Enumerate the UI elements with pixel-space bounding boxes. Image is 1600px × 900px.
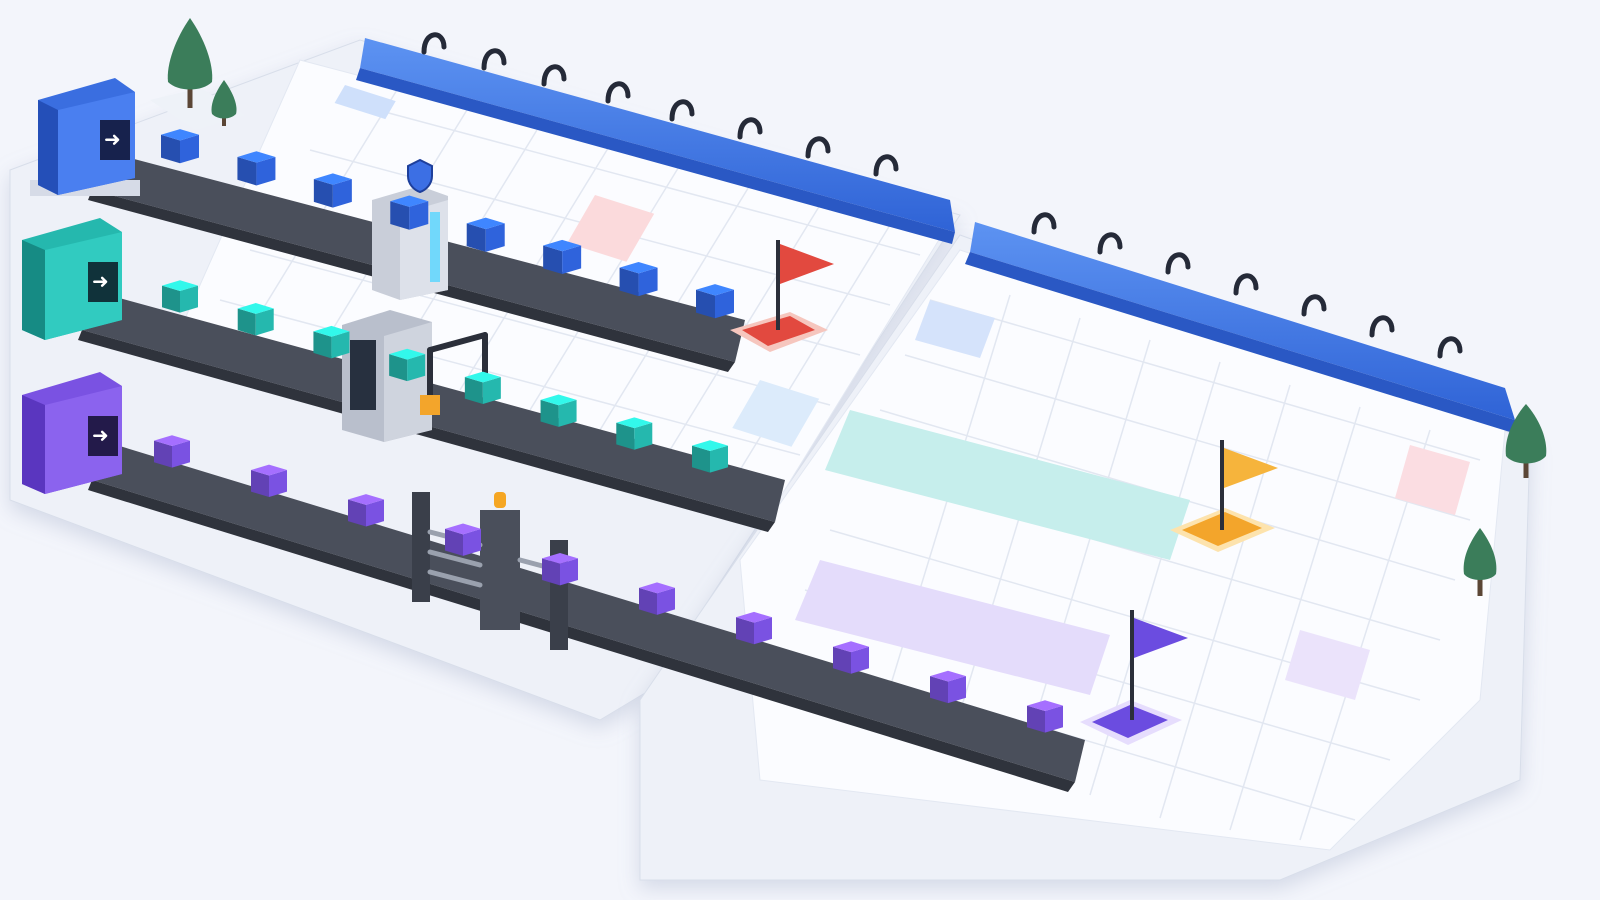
flag-purple [1080, 610, 1188, 745]
robotic-crane-arm [427, 332, 488, 403]
package-box [251, 464, 287, 498]
beacon-light-icon [494, 492, 506, 508]
flag-icon [780, 244, 834, 284]
package-box [543, 239, 582, 275]
ring-icon [605, 81, 631, 104]
source-machine: ➜ [22, 372, 122, 494]
ring-icon [1369, 315, 1395, 338]
ring-icon [1233, 273, 1259, 296]
flag-red [730, 240, 834, 352]
ring-icon [669, 99, 695, 122]
package-box [616, 417, 653, 450]
calendar-right-pink-cell [1395, 445, 1470, 515]
tree-icon [1505, 404, 1547, 464]
tree-right-top [1505, 404, 1547, 478]
ring-icon [1031, 212, 1057, 235]
calendar-left-highlight-cell [567, 195, 655, 262]
package-box [542, 552, 578, 586]
source-machine: ➜ [22, 218, 122, 340]
package-box [736, 611, 772, 645]
package-box [313, 325, 350, 359]
conveyor-belt [92, 440, 1085, 782]
arrow-right-icon: ➜ [92, 269, 109, 293]
package-box [162, 280, 198, 313]
tree-cluster-top [150, 18, 245, 130]
lane-teal: ➜ [22, 218, 1278, 552]
package-box [1027, 700, 1063, 733]
calendar-left-binding [356, 38, 955, 244]
package-box [237, 151, 276, 186]
package-box [696, 284, 734, 319]
package-box [237, 303, 274, 336]
flag-icon [1134, 618, 1188, 658]
tree-icon [211, 80, 237, 119]
ring-icon [873, 154, 899, 177]
shield-icon [407, 158, 433, 194]
calendar-right-binding [965, 222, 1515, 432]
tree-right-bottom [1463, 528, 1497, 596]
calendar-right-teal-band [825, 410, 1190, 560]
package-box [540, 394, 577, 427]
ring-icon [1165, 252, 1191, 275]
package-box [692, 440, 728, 473]
package-box [466, 217, 505, 252]
lane-purple: ➜ [22, 372, 1188, 792]
ring-icon [1437, 336, 1463, 359]
package-box [389, 348, 426, 382]
calendar-right-blue-cell [915, 300, 995, 358]
tree-icon [167, 18, 213, 90]
package-box [161, 129, 199, 164]
arrow-right-icon: ➜ [92, 423, 109, 447]
package-box [833, 641, 869, 674]
lane-blue: ➜ [30, 78, 834, 372]
ring-icon [421, 32, 447, 55]
ring-icon [805, 136, 831, 159]
calendar-left-light-cell [732, 380, 820, 447]
package-box [348, 494, 384, 527]
packages [154, 129, 1063, 733]
tree-icon [1463, 528, 1497, 580]
package-box [464, 371, 501, 405]
calendar-right-rings [1031, 212, 1463, 359]
package-box [390, 195, 429, 230]
flag-icon [1224, 448, 1278, 488]
ring-icon [737, 117, 763, 140]
calendar-left-rings [421, 32, 899, 177]
crane-machine [342, 310, 488, 442]
source-machine: ➜ [30, 78, 140, 196]
calendar-right-purple-band [795, 560, 1110, 695]
flag-orange [1170, 440, 1278, 552]
ring-icon [1301, 294, 1327, 317]
package-box [445, 523, 481, 556]
ring-icon [1097, 232, 1123, 255]
arrow-right-icon: ➜ [104, 127, 121, 151]
ring-icon [541, 64, 567, 87]
calendar-right-lavender-cell [1285, 630, 1370, 700]
package-box [930, 670, 966, 704]
ring-icon [481, 48, 507, 71]
package-box [313, 173, 352, 208]
package-box [639, 582, 675, 615]
package-box [154, 435, 190, 468]
package-box [619, 261, 658, 297]
calendar-left-header-cell [334, 85, 396, 120]
